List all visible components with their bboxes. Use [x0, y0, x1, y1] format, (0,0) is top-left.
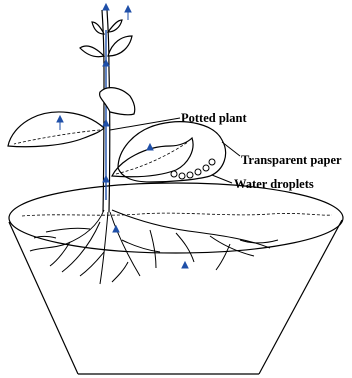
water-droplet-icon	[179, 173, 185, 179]
upward-water-flow-arrow-icon	[147, 144, 153, 150]
water-droplet-icon	[195, 169, 201, 175]
water-droplet-icon	[171, 171, 177, 177]
upward-water-flow-arrow-icon	[182, 262, 188, 268]
leaf-left-large	[8, 112, 104, 147]
leaf-small-top	[92, 22, 104, 34]
pot	[9, 183, 343, 374]
upward-water-flow-arrow-icon	[103, 4, 109, 10]
water-droplets-label: Water droplets	[234, 177, 314, 191]
water-droplet-icon	[203, 165, 209, 171]
leaf-middle	[100, 88, 135, 115]
leaf-upper-right	[108, 36, 132, 56]
leaf-upper-left	[80, 46, 104, 57]
upward-water-flow-arrow-icon	[113, 226, 119, 232]
water-droplets-leader	[212, 175, 232, 183]
leaf-right-enclosed	[112, 138, 193, 177]
upward-water-flow-arrow-icon	[125, 6, 131, 12]
potted-plant-leader	[110, 118, 180, 130]
water-droplet-icon	[209, 159, 215, 165]
water-droplet-icon	[187, 172, 193, 178]
transparent-paper-leader	[222, 142, 240, 156]
leaf-small-top-right	[108, 20, 122, 32]
pot-right-side	[259, 220, 342, 374]
pot-rim	[9, 183, 343, 253]
roots	[30, 210, 278, 284]
potted-plant-label: Potted plant	[181, 111, 247, 125]
soil-surface	[22, 213, 332, 216]
transparent-paper-label: Transparent paper	[241, 153, 342, 167]
leaves	[8, 20, 193, 177]
